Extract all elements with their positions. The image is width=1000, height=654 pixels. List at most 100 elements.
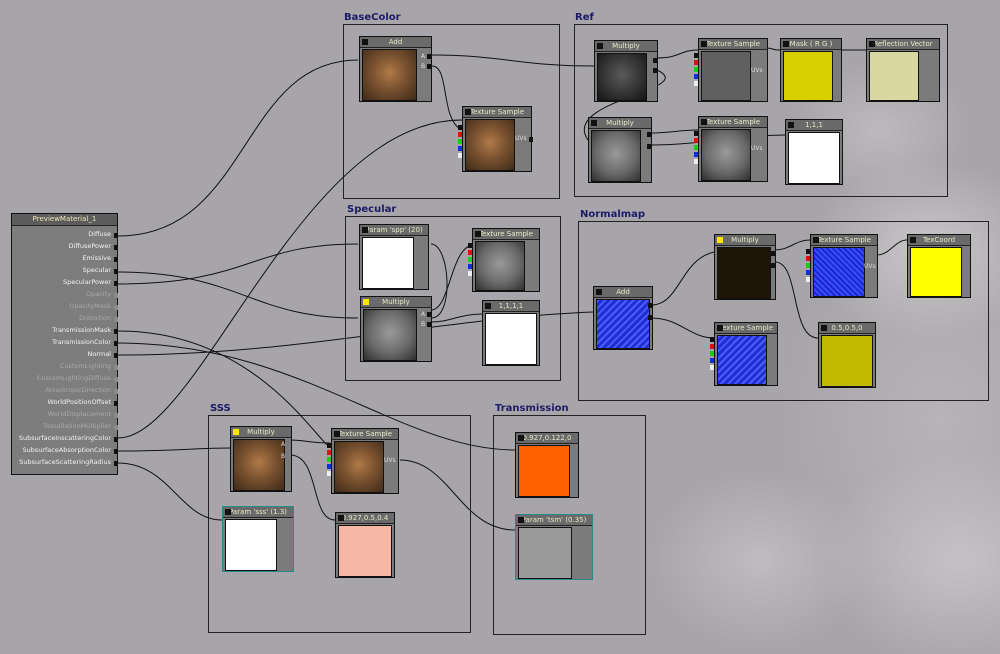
node-constant-1111[interactable]: 1,1,1,1 [482,300,540,366]
material-input-pin[interactable] [114,377,118,382]
node-constant-sss[interactable]: 0.927,0.5,0.4 [335,512,395,578]
pin-green-icon[interactable] [468,257,472,262]
material-input-pin[interactable] [114,437,118,442]
node-param-spp[interactable]: Param 'spp' (20) [359,224,429,290]
pin-label-b: B [421,321,426,328]
group-normalmap[interactable] [578,221,989,401]
input-pin-a[interactable] [648,303,652,308]
output-pin-black[interactable] [710,337,714,342]
material-input-pin[interactable] [114,365,118,370]
node-texture-sample-normal-2[interactable]: Texture Sample [710,322,778,386]
material-input-pin[interactable] [114,269,118,274]
pin-red-icon[interactable] [694,138,698,143]
pin-red-icon[interactable] [710,344,714,349]
input-pin-b[interactable] [771,263,775,268]
node-texcoord[interactable]: TexCoord [907,234,971,298]
pin-green-icon[interactable] [694,67,698,72]
material-input-pin[interactable] [114,305,118,310]
pin-red-icon[interactable] [468,250,472,255]
pin-blue-icon[interactable] [468,264,472,269]
pin-alpha-icon[interactable] [468,271,472,276]
node-param-tsm[interactable]: Param 'tsm' (0.35) [515,514,593,580]
pin-green-icon[interactable] [710,351,714,356]
node-multiply-normalmap[interactable]: Multiply [714,234,776,300]
material-input-pin[interactable] [114,461,118,466]
material-input-pin[interactable] [114,341,118,346]
input-pin-a[interactable] [427,54,431,59]
material-input-pin[interactable] [114,245,118,250]
input-pin-b[interactable] [647,144,651,149]
input-pin-b[interactable] [653,68,657,73]
node-texture-sample-specular[interactable]: Texture Sample [468,228,540,292]
node-texture-sample-normal[interactable]: Texture Sample UVs [806,234,878,298]
input-pin-b[interactable] [648,315,652,320]
pin-alpha-icon[interactable] [806,277,810,282]
pin-blue-icon[interactable] [458,146,462,151]
input-pin-uvs[interactable] [529,137,533,142]
node-texture-sample-ref[interactable]: Texture Sample UVs [694,38,768,102]
material-input-pin[interactable] [114,389,118,394]
material-input-pin[interactable] [114,317,118,322]
node-constant-0505[interactable]: 0.5,0.5,0 [818,322,876,388]
input-pin-a[interactable] [653,58,657,63]
node-reflection-vector[interactable]: Reflection Vector [866,38,940,102]
node-add-basecolor[interactable]: Add A B [359,36,432,102]
material-input-pin[interactable] [114,353,118,358]
pin-red-icon[interactable] [806,256,810,261]
pin-alpha-icon[interactable] [694,81,698,86]
input-pin-b[interactable] [427,64,431,69]
output-pin-black[interactable] [327,443,331,448]
pin-alpha-icon[interactable] [710,365,714,370]
pin-blue-icon[interactable] [694,152,698,157]
node-mask-rg[interactable]: Mask ( R G ) [780,38,842,102]
node-title: 1,1,1 [805,121,823,129]
pin-blue-icon[interactable] [710,358,714,363]
pin-blue-icon[interactable] [327,464,331,469]
node-constant-transmission[interactable]: 0.927,0.122,0 [515,432,579,498]
node-texture-sample-ref-2[interactable]: Texture Sample UVs [694,116,768,182]
pin-green-icon[interactable] [694,145,698,150]
pin-alpha-icon[interactable] [327,471,331,476]
group-ref[interactable] [574,24,948,197]
material-input-pin[interactable] [114,281,118,286]
material-input-pin[interactable] [114,329,118,334]
material-input-pin[interactable] [114,233,118,238]
pin-green-icon[interactable] [806,263,810,268]
node-add-normalmap[interactable]: Add [593,286,653,350]
node-multiply-specular[interactable]: Multiply A B [360,296,432,362]
node-multiply-sss[interactable]: Multiply A B [230,426,292,492]
group-title-sss: SSS [210,403,231,414]
pin-blue-icon[interactable] [694,74,698,79]
pin-alpha-icon[interactable] [694,159,698,164]
node-texture-sample-sss[interactable]: Texture Sample UVs [327,428,399,494]
node-constant-111[interactable]: 1,1,1 [785,119,843,185]
material-input-pin[interactable] [114,401,118,406]
material-input-pin[interactable] [114,449,118,454]
input-pin-b[interactable] [427,322,431,327]
material-input-pin[interactable] [114,413,118,418]
pin-alpha-icon[interactable] [458,153,462,158]
output-pin-black[interactable] [458,125,462,130]
node-multiply-ref-2[interactable]: Multiply [588,117,652,183]
pin-red-icon[interactable] [327,450,331,455]
output-pin-black[interactable] [468,243,472,248]
input-pin-a[interactable] [771,251,775,256]
node-texture-sample-basecolor[interactable]: Texture Sample UVs [458,106,533,172]
material-input-pin[interactable] [114,425,118,430]
node-multiply-ref[interactable]: Multiply [594,40,658,102]
pin-blue-icon[interactable] [806,270,810,275]
pin-red-icon[interactable] [694,60,698,65]
material-input-pin[interactable] [114,257,118,262]
pin-green-icon[interactable] [458,139,462,144]
pin-red-icon[interactable] [458,132,462,137]
node-param-sss[interactable]: Param 'sss' (1.3) [222,506,294,572]
output-pin-black[interactable] [694,131,698,136]
output-pin-black[interactable] [806,249,810,254]
pin-green-icon[interactable] [327,457,331,462]
output-pin-black[interactable] [694,53,698,58]
input-pin-a[interactable] [427,312,431,317]
input-pin-a[interactable] [647,132,651,137]
material-input-pin[interactable] [114,293,118,298]
